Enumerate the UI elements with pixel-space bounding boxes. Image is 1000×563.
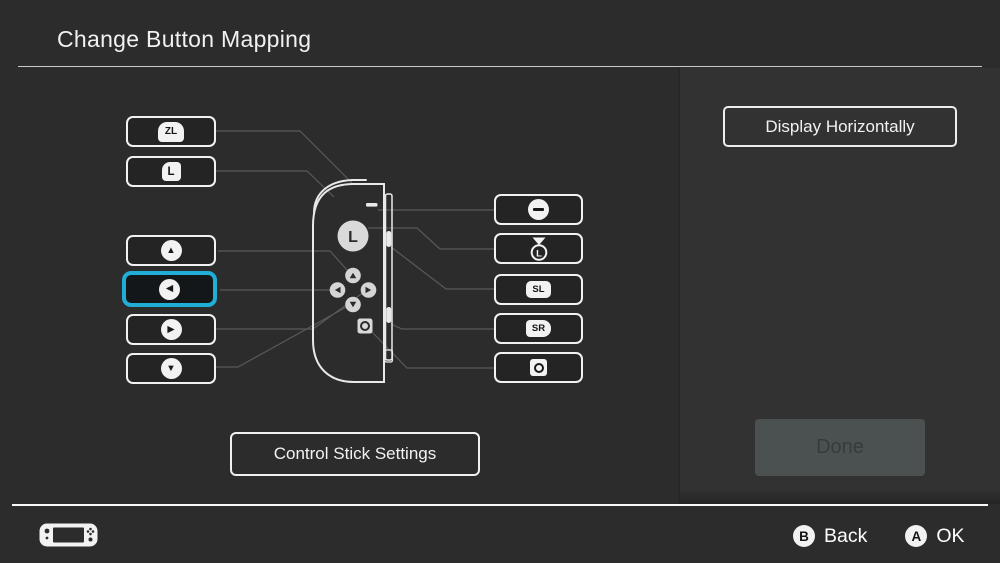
a-button-icon: A [905,525,928,547]
ok-label: OK [936,524,965,547]
line-sr [390,323,494,330]
capture-icon [530,359,547,376]
line-l [216,170,335,198]
line-dpad-up [218,250,349,272]
joycon-minus-button [366,203,378,207]
l-icon: L [161,162,181,181]
sr-icon: SR [526,320,551,337]
ok-hint[interactable]: A OK [905,524,965,548]
control-stick-settings-label: Control Stick Settings [273,444,437,463]
map-button-sr[interactable]: SR [494,313,583,344]
dpad-up-icon: ▲ [160,240,182,261]
back-hint[interactable]: B Back [793,525,867,548]
header-divider [18,66,982,67]
map-button-dpad-up[interactable]: ▲ [126,235,216,266]
map-button-capture[interactable] [494,352,583,383]
stick-press-icon: L [530,237,547,261]
line-sl [390,246,494,290]
map-button-stick-press[interactable]: L [494,233,583,264]
joycon-illustration: L [312,179,394,383]
minus-icon [528,199,549,220]
joycon-sr-button [386,307,392,323]
zl-icon: ZL [158,121,184,142]
handheld-console-icon [39,523,98,547]
joycon-sl-button [386,231,392,247]
done-button[interactable]: Done [755,419,925,476]
page-title: Change Button Mapping [57,26,312,52]
joycon-release-button [384,349,394,363]
line-dpad-right [216,291,365,330]
map-button-l[interactable]: L [126,156,216,187]
footer-hints: B Back A OK [793,522,965,550]
map-button-sl[interactable]: SL [494,274,583,305]
sl-icon: SL [526,281,551,298]
line-dpad-down [216,304,351,368]
back-label: Back [824,524,868,547]
joycon-body [312,183,385,383]
dpad-left-icon: ◀ [159,278,180,300]
joycon-capture-button [357,318,373,334]
joycon-stick [337,220,369,252]
joycon-l-shoulder [313,179,367,214]
joycon-rail [384,193,393,361]
svg-text:L: L [536,248,542,259]
map-button-minus[interactable] [494,194,583,225]
panel-bottom-shadow [680,488,1000,504]
done-label: Done [816,436,864,458]
map-button-dpad-down[interactable]: ▼ [126,353,216,384]
map-button-dpad-right[interactable]: ▶ [126,314,216,345]
map-button-zl[interactable]: ZL [126,116,216,147]
footer-divider [12,504,988,506]
joycon-dpad [329,267,377,313]
dpad-right-icon: ▶ [160,319,182,340]
line-zl [216,130,353,184]
b-button-icon: B [793,525,815,547]
joycon-stick-label: L [348,229,358,246]
map-button-dpad-left-selected[interactable]: ◀ [122,271,217,307]
control-stick-settings-button[interactable]: Control Stick Settings [230,432,480,476]
display-horizontally-button[interactable]: Display Horizontally [723,106,957,147]
display-horizontally-label: Display Horizontally [765,116,915,136]
dpad-down-icon: ▼ [160,358,182,379]
